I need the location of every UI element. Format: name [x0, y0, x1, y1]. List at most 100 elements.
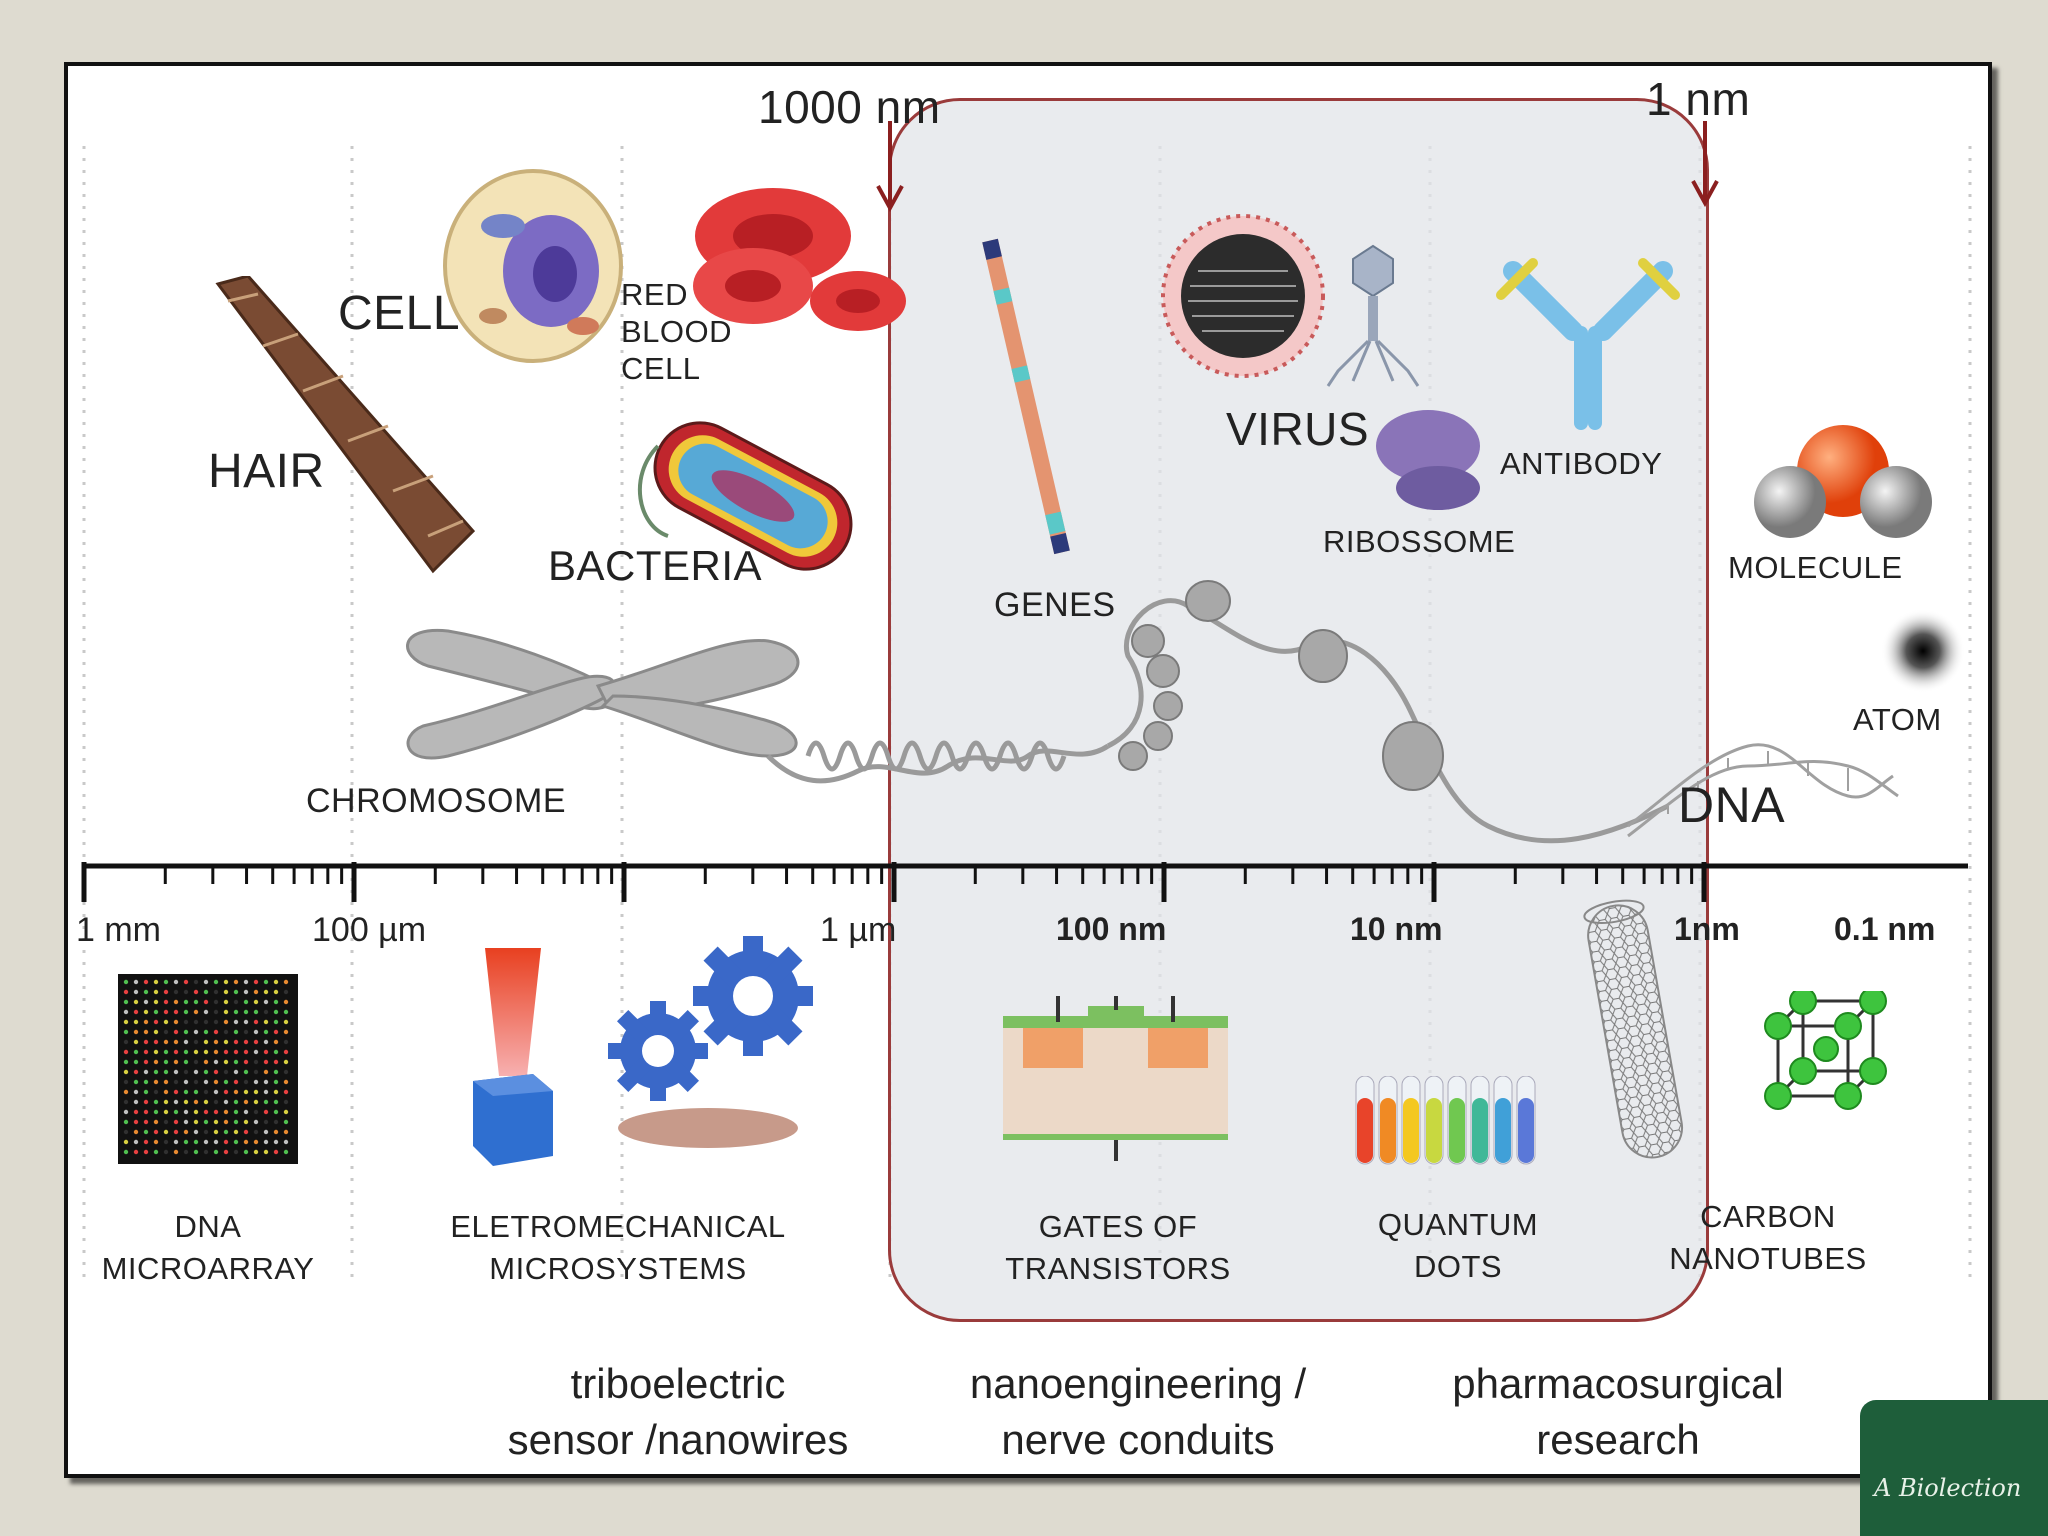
microarray-spot — [203, 1079, 209, 1085]
microarray-spot — [243, 1139, 249, 1145]
microarray-spot — [143, 999, 149, 1005]
microarray-spot — [183, 1149, 189, 1155]
quantum-dot-solution — [1472, 1098, 1488, 1163]
app-tribo-line1: triboelectric — [570, 1360, 786, 1407]
microarray-spot — [183, 1029, 189, 1035]
microarray-spot — [183, 1109, 189, 1115]
microarray-spot — [203, 999, 209, 1005]
nanoscale-diagram: 1000 nm 1 nm HAIR CELL RED BLOOD CELL — [64, 62, 1992, 1478]
application-triboelectric: triboelectric sensor /nanowires — [468, 1356, 888, 1468]
microarray-spot — [283, 1049, 289, 1055]
microarray-spot — [143, 1029, 149, 1035]
microarray-spot — [143, 1059, 149, 1065]
microarray-spot — [173, 1039, 179, 1045]
carbon-nanotube-icon — [1583, 899, 1684, 1159]
chromatin-fiber-icon — [766, 580, 1670, 844]
microarray-spot — [193, 1109, 199, 1115]
label-antibody: ANTIBODY — [1500, 446, 1663, 481]
microarray-spot — [153, 1059, 159, 1065]
microarray-spot — [123, 1069, 129, 1075]
microarray-spot — [253, 1009, 259, 1015]
microarray-spot — [233, 1049, 239, 1055]
microarray-spot — [163, 1099, 169, 1105]
microarray-spot — [273, 1149, 279, 1155]
label-quantum-dots: QUANTUM DOTS — [1308, 1204, 1608, 1288]
microarray-spot — [193, 1149, 199, 1155]
microarray-spot — [213, 1119, 219, 1125]
microarray-spot — [273, 1009, 279, 1015]
microarray-spot — [253, 1029, 259, 1035]
microarray-spot — [133, 1139, 139, 1145]
microarray-spot — [163, 1109, 169, 1115]
label-microarray-line1: DNA — [174, 1209, 242, 1244]
quantum-dot-solution — [1518, 1098, 1534, 1163]
quantum-dot-solution — [1449, 1098, 1465, 1163]
microarray-spot — [253, 1139, 259, 1145]
microarray-spot — [233, 1009, 239, 1015]
chromosome-icon — [406, 628, 800, 760]
microarray-spot — [143, 1069, 149, 1075]
microarray-spot — [153, 989, 159, 995]
microarray-spot — [253, 1149, 259, 1155]
microarray-spot — [223, 1029, 229, 1035]
microarray-spot — [153, 1139, 159, 1145]
hair-icon — [215, 276, 476, 574]
microarray-spot — [223, 979, 229, 985]
microarray-spot — [153, 1029, 159, 1035]
microarray-spot — [153, 1069, 159, 1075]
microarray-spot — [213, 1049, 219, 1055]
microarray-spot — [273, 979, 279, 985]
microarray-spot — [283, 1059, 289, 1065]
microarray-spot — [153, 1149, 159, 1155]
microarray-spot — [263, 979, 269, 985]
microarray-spot — [183, 1009, 189, 1015]
microarray-spot — [133, 1029, 139, 1035]
microarray-spot — [153, 979, 159, 985]
label-gates-line1: GATES OF — [1038, 1209, 1198, 1244]
microarray-spot — [213, 1089, 219, 1095]
microarray-spot — [143, 979, 149, 985]
application-nanoengineering: nanoengineering / nerve conduits — [928, 1356, 1348, 1468]
microarray-spot — [153, 1089, 159, 1095]
microarray-spot — [133, 1149, 139, 1155]
microarray-spot — [193, 1039, 199, 1045]
microarray-spot — [203, 1039, 209, 1045]
microarray-spot — [233, 1029, 239, 1035]
microarray-spot — [273, 1019, 279, 1025]
microarray-spot — [173, 1059, 179, 1065]
label-cnt-line1: CARBON — [1700, 1199, 1836, 1234]
microarray-spot — [213, 1019, 219, 1025]
microarray-spot — [133, 999, 139, 1005]
genes-icon — [982, 238, 1070, 555]
microarray-spot — [163, 1069, 169, 1075]
microarray-spot — [183, 1119, 189, 1125]
microarray-spot — [153, 1129, 159, 1135]
microarray-spot — [243, 1079, 249, 1085]
microarray-spot — [153, 1119, 159, 1125]
microarray-spot — [243, 1109, 249, 1115]
microarray-spot — [193, 1059, 199, 1065]
microarray-spot — [163, 1089, 169, 1095]
microarray-spot — [253, 1099, 259, 1105]
microarray-spot — [283, 1109, 289, 1115]
quantum-dot-solution — [1403, 1098, 1419, 1163]
microarray-spot — [243, 1069, 249, 1075]
microarray-spot — [223, 1039, 229, 1045]
microarray-spot — [193, 1019, 199, 1025]
microarray-spot — [223, 1099, 229, 1105]
microarray-spot — [263, 1119, 269, 1125]
label-chromosome: CHROMOSOME — [306, 782, 566, 820]
microarray-spot — [253, 1059, 259, 1065]
microarray-spot — [193, 1079, 199, 1085]
microarray-spot — [193, 1129, 199, 1135]
label-atom: ATOM — [1853, 702, 1942, 737]
microarray-spot — [133, 1089, 139, 1095]
microarray-spot — [283, 1069, 289, 1075]
microarray-spot — [253, 1049, 259, 1055]
microarray-spot — [173, 1149, 179, 1155]
microarray-spot — [203, 1089, 209, 1095]
virus-icon — [1161, 214, 1325, 378]
microarray-spot — [143, 1009, 149, 1015]
quantum-dot-solution — [1426, 1098, 1442, 1163]
microarray-spot — [283, 999, 289, 1005]
